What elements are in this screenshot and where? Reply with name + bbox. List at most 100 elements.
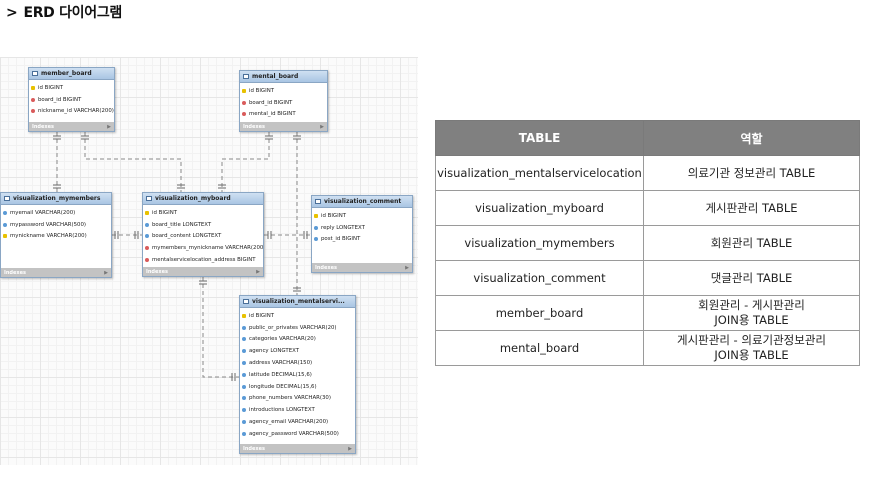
column-row[interactable]: agency_password VARCHAR(500) xyxy=(242,428,355,440)
entity-header[interactable]: visualization_myboard xyxy=(143,193,263,205)
column-row[interactable]: mentalservicelocation_address BIGINT xyxy=(145,254,263,266)
column-row[interactable]: agency LONGTEXT xyxy=(242,345,355,357)
entity-indexes-bar[interactable]: Indexes▶ xyxy=(143,267,263,276)
column-row[interactable]: agency_email VARCHAR(200) xyxy=(242,416,355,428)
role-line: 회원관리 TABLE xyxy=(710,235,793,250)
column-icon xyxy=(242,349,246,354)
expand-arrow-icon[interactable]: ▶ xyxy=(405,264,409,271)
expand-arrow-icon[interactable]: ▶ xyxy=(256,268,260,275)
column-label: mynickname VARCHAR(200) xyxy=(10,233,87,240)
column-row[interactable]: id BIGINT xyxy=(31,82,114,94)
entity-name: visualization_myboard xyxy=(155,195,231,202)
entity-visualization-mentalservicelocation[interactable]: visualization_mentalservi...id BIGINT pub… xyxy=(239,295,356,454)
column-icon xyxy=(242,408,246,413)
column-row[interactable]: board_title LONGTEXT xyxy=(145,219,263,231)
column-row[interactable]: categories VARCHAR(20) xyxy=(242,334,355,346)
entity-indexes-bar[interactable]: Indexes ▶ xyxy=(312,263,412,272)
column-row[interactable]: mypassword VARCHAR(500) xyxy=(3,219,111,231)
column-row[interactable]: introductions LONGTEXT xyxy=(242,404,355,416)
column-label: mymembers_mynickname VARCHAR(200) xyxy=(152,245,263,252)
table-header-row: TABLE 역할 xyxy=(435,120,860,156)
column-icon xyxy=(242,431,246,436)
column-row[interactable]: id BIGINT xyxy=(242,310,355,322)
column-row[interactable]: phone_numbers VARCHAR(30) xyxy=(242,393,355,405)
rel-mental-board-to-myboard xyxy=(221,132,270,192)
column-row[interactable]: longitude DECIMAL(15,6) xyxy=(242,381,355,393)
column-row[interactable]: mymembers_mynickname VARCHAR(200) xyxy=(145,242,263,254)
indexes-label: Indexes xyxy=(32,123,54,130)
column-label: board_id BIGINT xyxy=(38,96,82,103)
entity-indexes-bar[interactable]: Indexes ▶ xyxy=(29,122,114,131)
column-label: board_content LONGTEXT xyxy=(152,233,222,240)
primary-key-icon xyxy=(145,210,149,215)
column-header-table: TABLE xyxy=(435,120,644,156)
column-icon xyxy=(242,361,246,366)
column-row[interactable]: id BIGINT xyxy=(314,210,412,222)
primary-key-icon xyxy=(31,85,35,90)
entity-name: member_board xyxy=(41,70,92,77)
expand-arrow-icon[interactable]: ▶ xyxy=(348,445,352,452)
column-row[interactable]: board_id BIGINT xyxy=(31,94,114,106)
indexes-label: Indexes xyxy=(243,445,265,452)
column-row[interactable]: latitude DECIMAL(15,6) xyxy=(242,369,355,381)
column-icon xyxy=(242,396,246,401)
entity-header[interactable]: visualization_comment xyxy=(312,196,412,208)
column-label: categories VARCHAR(20) xyxy=(249,336,316,343)
column-row[interactable]: post_id BIGINT xyxy=(314,234,412,246)
column-label: introductions LONGTEXT xyxy=(249,407,315,414)
column-row[interactable]: board_content LONGTEXT xyxy=(145,231,263,243)
entity-indexes-bar[interactable]: Indexes ▶ xyxy=(240,444,355,453)
column-row[interactable]: nickname_id VARCHAR(200) xyxy=(31,106,114,118)
entity-header[interactable]: mental_board xyxy=(240,71,327,83)
primary-key-icon xyxy=(242,88,246,93)
column-row[interactable]: reply LONGTEXT xyxy=(314,222,412,234)
column-icon xyxy=(242,384,246,389)
column-row[interactable]: public_or_privates VARCHAR(20) xyxy=(242,322,355,334)
expand-arrow-icon[interactable]: ▶ xyxy=(107,123,111,130)
column-row[interactable]: mental_id BIGINT xyxy=(242,109,327,121)
entity-header[interactable]: member_board xyxy=(29,68,114,80)
column-icon xyxy=(145,222,149,227)
table-icon xyxy=(243,74,249,79)
column-row[interactable]: mynickname VARCHAR(200) xyxy=(3,231,111,243)
expand-arrow-icon[interactable]: ▶ xyxy=(104,269,108,276)
column-label: agency LONGTEXT xyxy=(249,348,299,355)
entity-header[interactable]: visualization_mentalservi... xyxy=(240,296,355,308)
column-row[interactable]: id BIGINT xyxy=(145,207,263,219)
table-name-cell: mental_board xyxy=(435,330,644,366)
rel-myboard-to-mentalservice xyxy=(202,277,239,378)
entity-indexes-bar[interactable]: Indexes ▶ xyxy=(240,122,327,131)
column-row[interactable]: board_id BIGINT xyxy=(242,97,327,109)
entity-indexes-bar[interactable]: Indexes▶ xyxy=(1,268,111,277)
expand-arrow-icon[interactable]: ▶ xyxy=(320,123,324,130)
column-icon xyxy=(314,225,318,230)
entity-header[interactable]: visualization_mymembers xyxy=(1,193,111,205)
rel-member-board-to-myboard xyxy=(84,132,182,192)
column-label: id BIGINT xyxy=(321,212,347,219)
column-label: public_or_privates VARCHAR(20) xyxy=(249,324,337,331)
role-cell: 게시판관리 TABLE xyxy=(643,190,860,226)
table-name-cell: visualization_mymembers xyxy=(435,225,644,261)
indexes-label: Indexes xyxy=(315,264,337,271)
table-name-cell: member_board xyxy=(435,295,644,331)
column-row[interactable]: address VARCHAR(150) xyxy=(242,357,355,369)
indexes-label: Indexes xyxy=(243,123,265,130)
column-row[interactable]: id BIGINT xyxy=(242,85,327,97)
entity-name: visualization_mymembers xyxy=(13,195,101,202)
role-line: 댓글관리 TABLE xyxy=(710,270,793,285)
role-line: 게시판관리 - 의료기관정보관리 xyxy=(677,333,826,347)
foreign-key-icon xyxy=(145,246,149,251)
column-label: longitude DECIMAL(15,6) xyxy=(249,383,317,390)
column-row[interactable]: myemail VARCHAR(200) xyxy=(3,207,111,219)
